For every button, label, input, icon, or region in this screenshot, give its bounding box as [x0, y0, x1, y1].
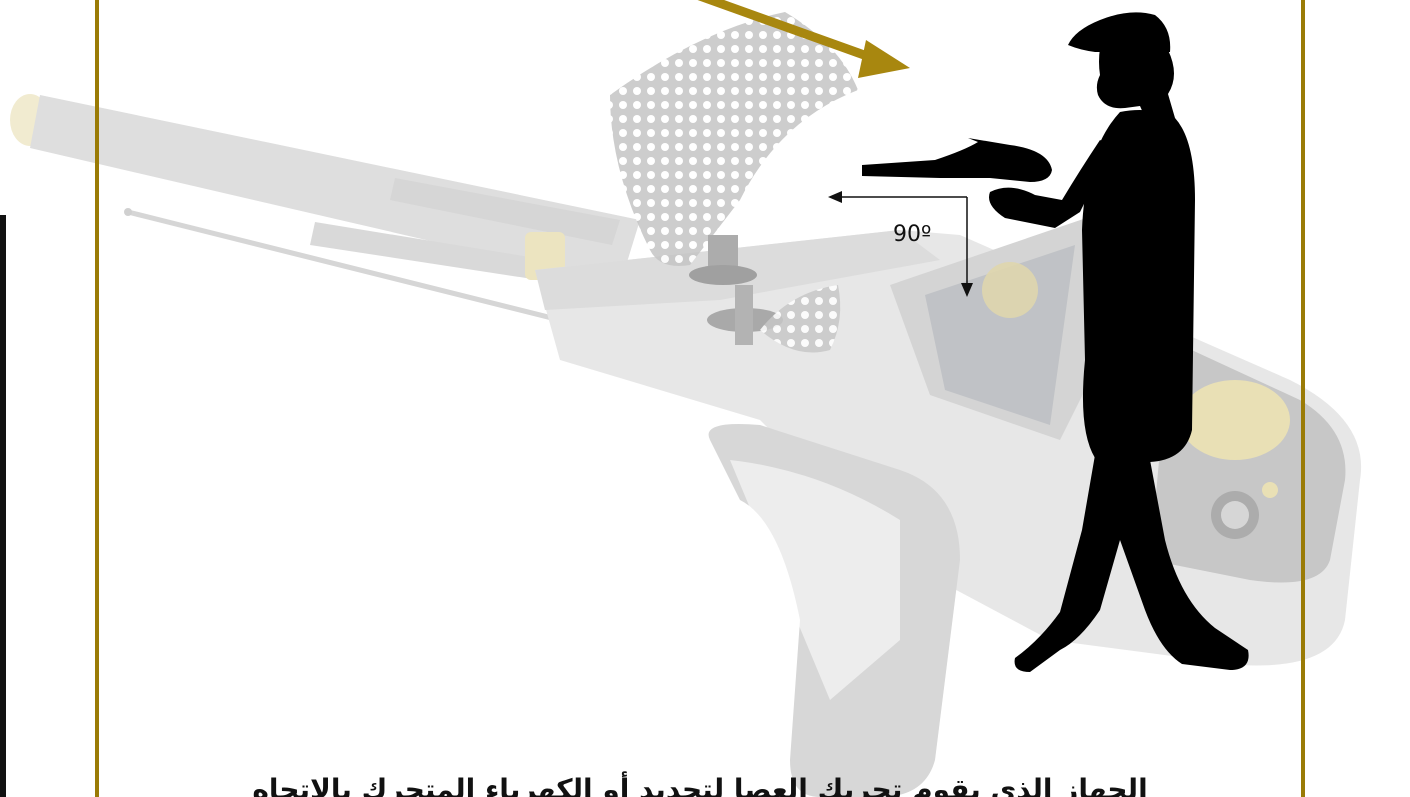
figure-frame	[95, 0, 1305, 797]
figure-caption: الجهاز الذي يقوم تحريك العصا لتحديد أو ا…	[110, 760, 1290, 797]
